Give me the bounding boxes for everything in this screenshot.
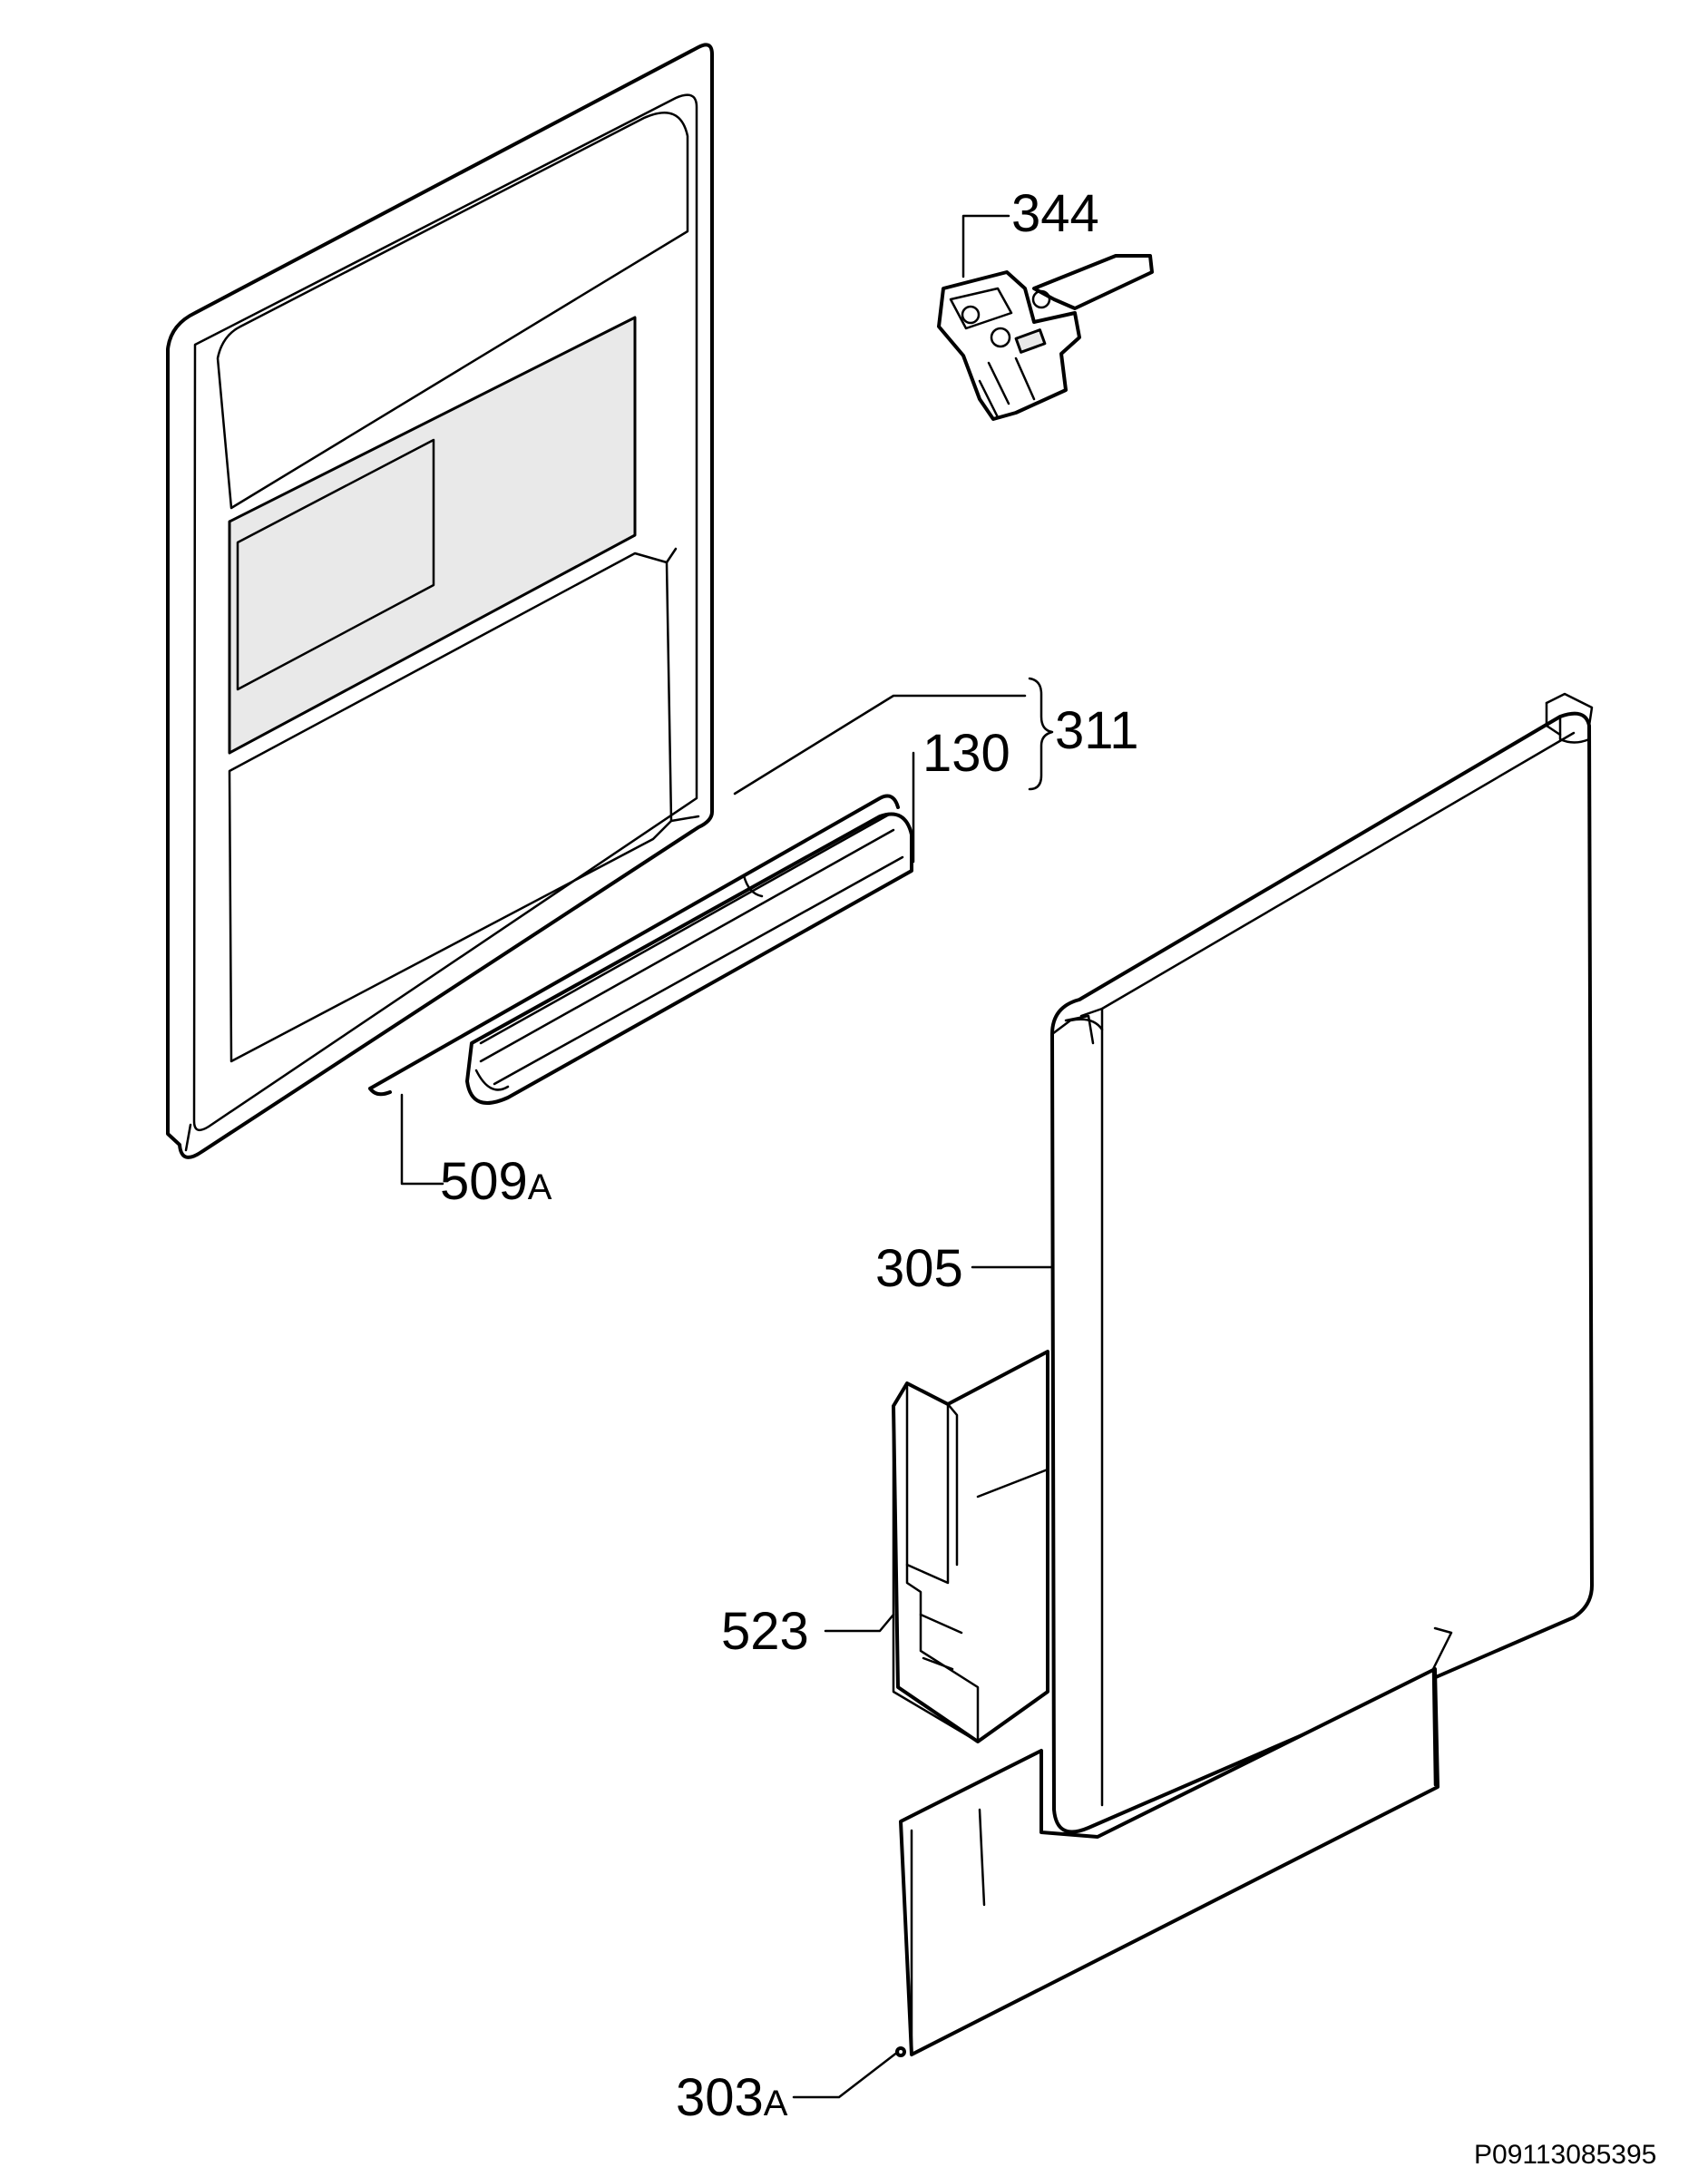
leader-523	[824, 1613, 895, 1633]
leader-344	[961, 214, 1010, 278]
leader-303	[792, 2050, 900, 2099]
callout-509: 509A	[440, 1152, 552, 1211]
callout-303: 303A	[676, 2068, 788, 2127]
leader-509	[400, 1093, 444, 1186]
callout-305: 305	[875, 1239, 963, 1298]
callout-303-number: 303	[676, 2068, 764, 2127]
bracket-part-523	[892, 1350, 1049, 1743]
callout-311: 311	[1055, 701, 1138, 760]
outer-door-panel-part-305	[1050, 692, 1594, 1834]
callout-130: 130	[922, 724, 1010, 783]
door-lock-part-344	[937, 254, 1154, 421]
rod-part-509A	[368, 794, 900, 1097]
callout-509-number: 509	[440, 1152, 528, 1211]
callout-344: 344	[1011, 184, 1099, 243]
door-seal-part-130	[465, 812, 913, 1105]
callout-303-suffix: A	[764, 2084, 788, 2123]
callout-523: 523	[721, 1602, 809, 1661]
leader-lines	[400, 214, 1054, 2099]
leader-311	[733, 694, 1027, 796]
callout-509-suffix: A	[528, 1167, 552, 1207]
kickplate-part-303A	[895, 1626, 1453, 2057]
inner-door-panel	[166, 43, 714, 1159]
brace-311	[1028, 677, 1054, 791]
document-id: P09113085395	[1474, 2140, 1656, 2170]
